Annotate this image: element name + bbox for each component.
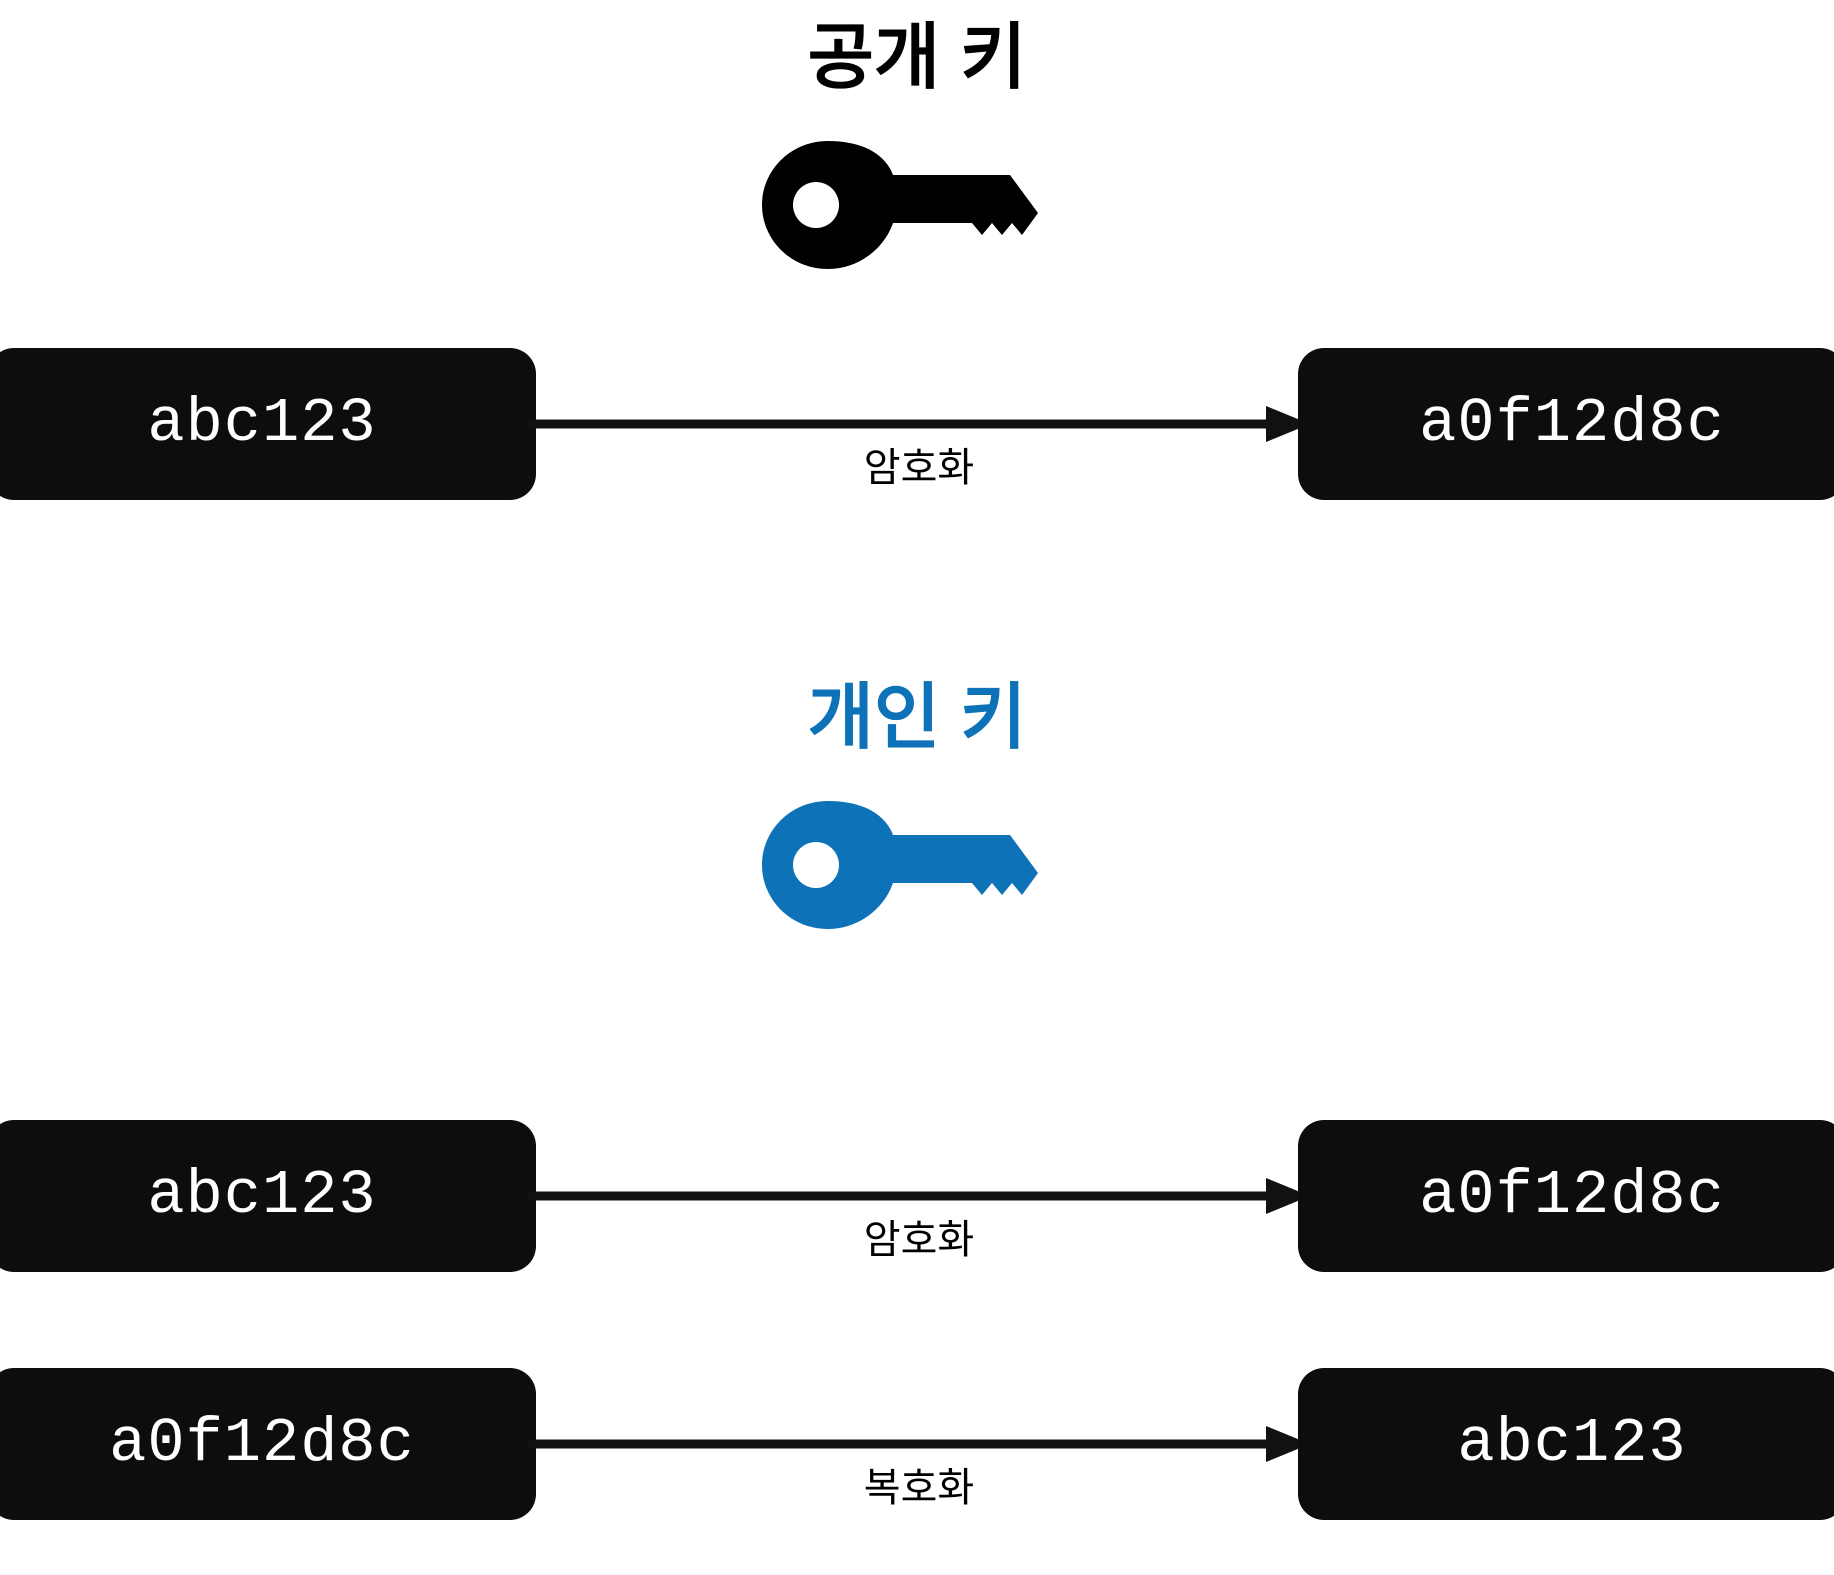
private-key-icon (760, 795, 1040, 935)
public-plaintext-box: abc123 (0, 348, 536, 500)
private-key-section-title: 개인 키 (807, 678, 1027, 758)
private-plaintext-box: abc123 (0, 1120, 536, 1272)
private-ciphertext-box: a0f12d8c (1298, 1120, 1834, 1272)
private-decrypt-source-box: a0f12d8c (0, 1368, 536, 1520)
private-encrypt-arrow (528, 1176, 1310, 1216)
private-decrypt-label: 복호화 (863, 1466, 975, 1510)
public-encrypt-arrow (528, 404, 1310, 444)
public-key-icon (760, 135, 1040, 275)
private-decrypt-arrow (528, 1424, 1310, 1464)
public-encrypt-label: 암호화 (863, 446, 975, 490)
public-key-section-title: 공개 키 (807, 18, 1027, 98)
private-encrypt-label: 암호화 (863, 1218, 975, 1262)
public-ciphertext-box: a0f12d8c (1298, 348, 1834, 500)
private-decrypt-target-box: abc123 (1298, 1368, 1834, 1520)
